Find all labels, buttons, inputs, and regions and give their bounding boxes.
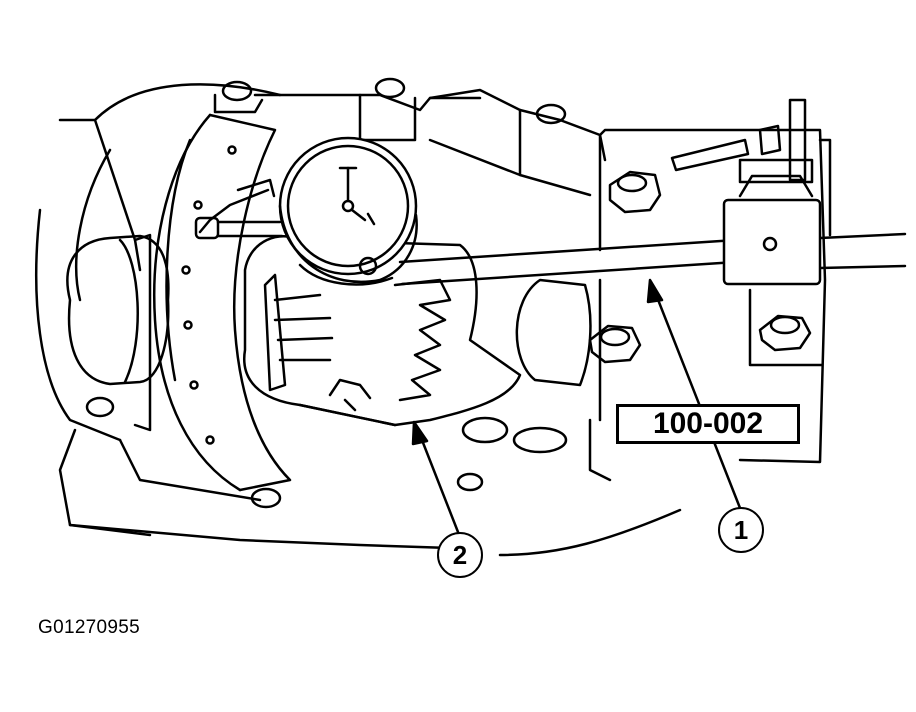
- bolts: [85, 77, 812, 509]
- ring-gear-flange: [133, 113, 292, 492]
- figure-id: G01270955: [38, 617, 141, 638]
- side-bearing: [66, 234, 170, 386]
- differential-housing: [35, 83, 827, 557]
- leader-lines: [411, 278, 742, 534]
- gauge-arm: [398, 98, 907, 286]
- callout-2: 2: [437, 532, 483, 578]
- pinion-bearing: [515, 278, 592, 387]
- callout-1: 1: [718, 507, 764, 553]
- tool-number-label: 100-002: [616, 404, 800, 444]
- dial-indicator: [194, 136, 418, 286]
